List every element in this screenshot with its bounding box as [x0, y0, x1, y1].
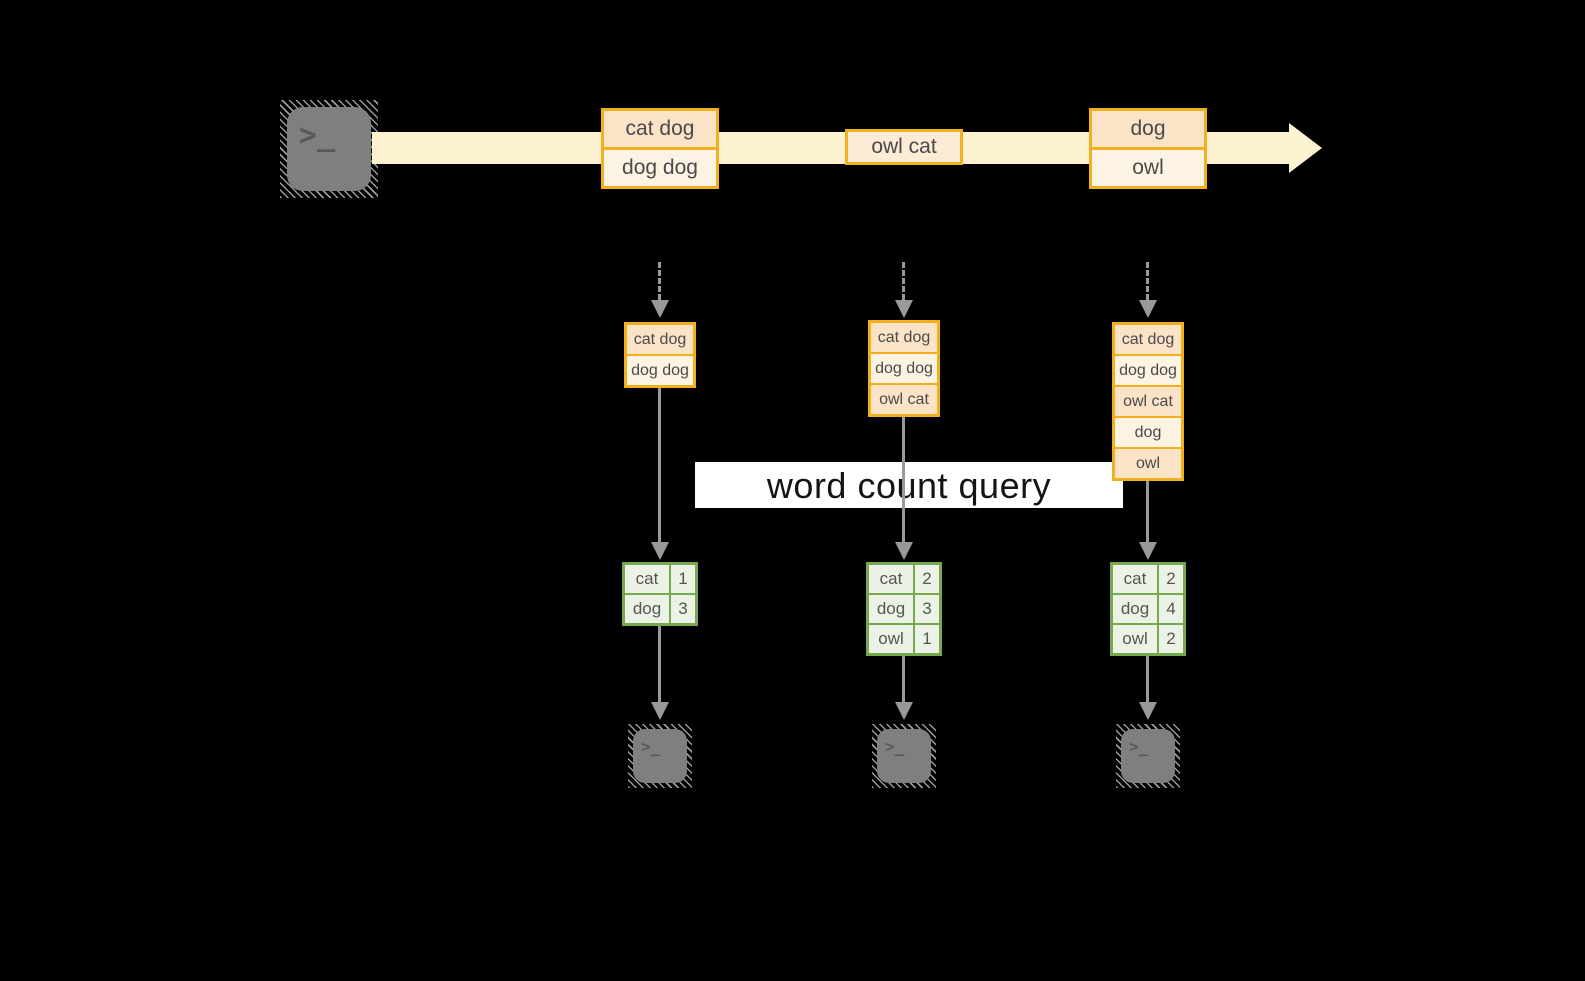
event-box-2: owl cat: [845, 129, 963, 165]
word-cell: owl: [869, 625, 913, 653]
terminal-icon: >_: [877, 729, 931, 783]
count-table-1: cat 1 dog 3: [622, 562, 698, 626]
count-cell: 2: [1159, 565, 1183, 593]
word-cell: dog: [625, 595, 669, 623]
word-cell: cat: [869, 565, 913, 593]
arrowhead-icon: [651, 702, 669, 720]
event-line: owl: [1092, 150, 1204, 186]
state-row: dog: [1115, 418, 1181, 447]
arrowhead-icon: [1139, 542, 1157, 560]
terminal-prompt-icon: >_: [1129, 737, 1149, 756]
arrowhead-icon: [651, 542, 669, 560]
state-row: owl cat: [1115, 387, 1181, 416]
arrowhead-icon: [651, 300, 669, 318]
event-line: dog: [1092, 111, 1204, 147]
state-row: cat dog: [1115, 325, 1181, 354]
word-cell: owl: [1113, 625, 1157, 653]
count-table-2: cat 2 dog 3 owl 1: [866, 562, 942, 656]
state-box-2: cat dog dog dog owl cat: [868, 320, 940, 417]
state-row: dog dog: [1115, 356, 1181, 385]
count-cell: 3: [671, 595, 695, 623]
connector-line: [1146, 481, 1149, 542]
count-cell: 3: [915, 595, 939, 623]
state-row: dog dog: [627, 356, 693, 385]
arrowhead-icon: [895, 300, 913, 318]
count-cell: 1: [671, 565, 695, 593]
stream-arrowhead-icon: [1289, 123, 1322, 173]
arrowhead-icon: [1139, 702, 1157, 720]
dashed-arrow: [1146, 262, 1149, 300]
state-box-1: cat dog dog dog: [624, 322, 696, 388]
connector-line: [658, 626, 661, 702]
state-row: cat dog: [871, 323, 937, 352]
connector-line: [902, 417, 905, 542]
query-banner: word count query: [695, 462, 1123, 508]
event-line: owl cat: [848, 132, 960, 162]
word-cell: dog: [1113, 595, 1157, 623]
count-cell: 4: [1159, 595, 1183, 623]
state-row: dog dog: [871, 354, 937, 383]
event-box-1: cat dog dog dog: [601, 108, 719, 189]
arrowhead-icon: [1139, 300, 1157, 318]
arrowhead-icon: [895, 542, 913, 560]
state-row: owl: [1115, 449, 1181, 478]
event-line: dog dog: [604, 150, 716, 186]
state-row: owl cat: [871, 385, 937, 414]
count-cell: 2: [1159, 625, 1183, 653]
dashed-arrow: [902, 262, 905, 300]
count-table-3: cat 2 dog 4 owl 2: [1110, 562, 1186, 656]
connector-line: [902, 656, 905, 702]
event-box-3: dog owl: [1089, 108, 1207, 189]
word-cell: cat: [625, 565, 669, 593]
word-cell: cat: [1113, 565, 1157, 593]
terminal-icon: >_: [1121, 729, 1175, 783]
terminal-prompt-icon: >_: [885, 737, 905, 756]
count-cell: 1: [915, 625, 939, 653]
terminal-prompt-icon: >_: [641, 737, 661, 756]
terminal-icon: >_: [633, 729, 687, 783]
state-box-3: cat dog dog dog owl cat dog owl: [1112, 322, 1184, 481]
connector-line: [658, 388, 661, 542]
arrowhead-icon: [895, 702, 913, 720]
state-row: cat dog: [627, 325, 693, 354]
event-line: cat dog: [604, 111, 716, 147]
terminal-icon: >_: [287, 107, 371, 191]
word-cell: dog: [869, 595, 913, 623]
query-label: word count query: [766, 465, 1052, 506]
count-cell: 2: [915, 565, 939, 593]
dashed-arrow: [658, 262, 661, 300]
connector-line: [1146, 656, 1149, 702]
terminal-prompt-icon: >_: [299, 118, 336, 153]
